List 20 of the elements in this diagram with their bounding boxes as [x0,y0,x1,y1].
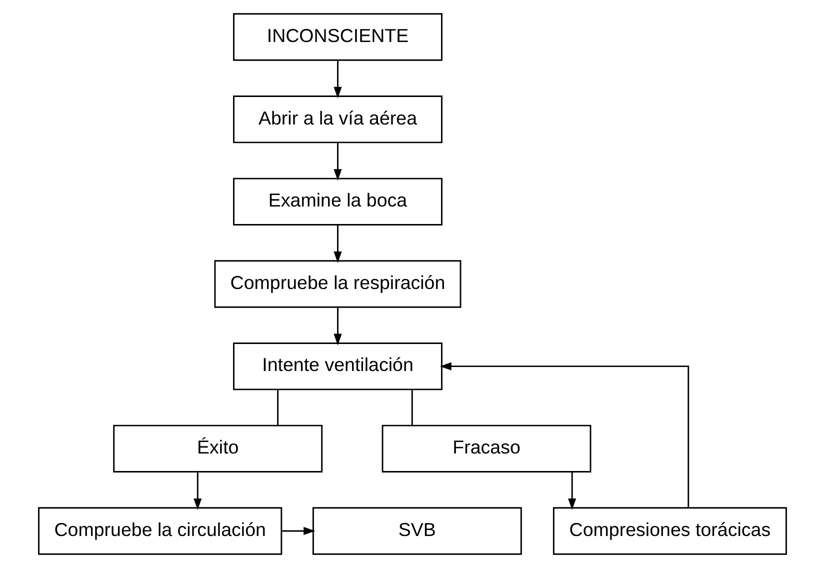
node-box: Fracaso [382,424,592,472]
node-box: SVB [312,507,522,555]
node-box: Abrir a la vía aérea [233,96,442,144]
arrow [194,472,202,510]
node-box: INCONSCIENTE [233,13,442,61]
node-box: Éxito [113,424,323,472]
connector [277,390,279,426]
arrow [334,60,342,98]
arrow [568,472,576,510]
connector [411,390,413,426]
arrow [334,225,342,264]
node-box: Compresiones torácicas [552,507,787,555]
arrow [334,307,342,346]
arrow [334,142,342,181]
node-box: Intente ventilación [233,342,442,390]
node-box: Compruebe la respiración [214,260,462,308]
arrow [282,526,316,536]
node-box: Examine la boca [233,178,442,226]
arrow [440,362,690,508]
node-box: Compruebe la circulación [38,507,282,555]
